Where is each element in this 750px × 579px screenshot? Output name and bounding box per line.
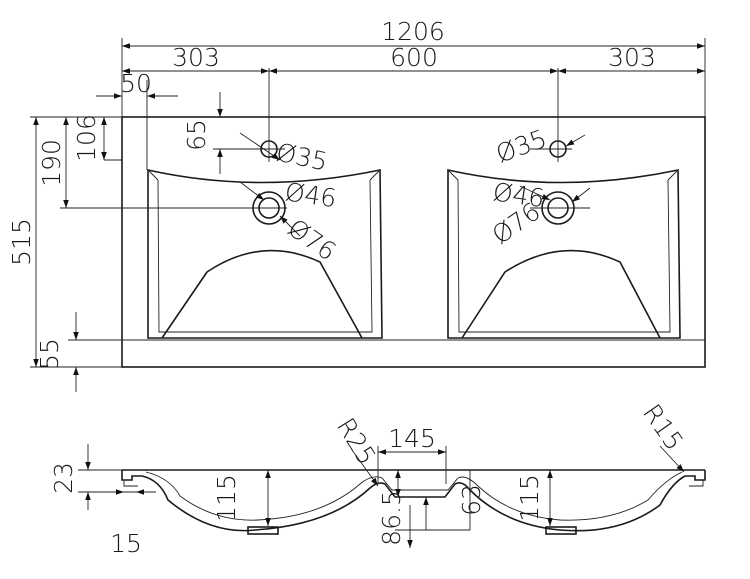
- dim-radius-left: R25: [331, 413, 382, 470]
- label-right-drain-inner: Ø46: [491, 177, 546, 213]
- dim-drain-from-back: 190: [37, 139, 66, 187]
- dim-radius-right: R15: [637, 399, 689, 456]
- dim-left-offset: 303: [172, 43, 220, 72]
- dim-overall-depth: 515: [7, 218, 36, 266]
- dim-center-distance: 600: [390, 43, 438, 72]
- vanity-top-outline: [121, 116, 706, 368]
- dim-middle-width: 145: [388, 424, 436, 453]
- dim-middle-depth-b: 63: [457, 484, 486, 516]
- dim-rim-thickness: 23: [49, 462, 78, 494]
- left-basin: [147, 169, 383, 339]
- label-right-faucet: Ø35: [492, 124, 550, 169]
- right-basin: [447, 169, 681, 339]
- right-drain-stub: [545, 526, 577, 535]
- dim-rim-step: 15: [110, 529, 142, 558]
- dim-overall-width: 1206: [381, 17, 445, 46]
- dim-front-lip: 55: [35, 338, 64, 370]
- dim-right-offset: 303: [608, 43, 656, 72]
- section-outer-contour: [141, 475, 686, 532]
- top-view: 1206 303 600 303 50 65 106 190 515 55 Ø3…: [7, 17, 706, 392]
- dim-faucet-from-back: 106: [72, 114, 101, 162]
- dim-right-bowl-depth: 115: [515, 474, 544, 522]
- left-drain-stub: [247, 526, 279, 535]
- dim-edge-margin: 50: [120, 69, 152, 98]
- label-left-drain-inner: Ø46: [283, 177, 338, 213]
- section-view: 23 15 115 R25 145 86.5 63 R15 115: [49, 399, 706, 558]
- dim-faucet-y: 65: [182, 119, 211, 151]
- dim-middle-depth-a: 86.5: [377, 490, 406, 546]
- dim-left-bowl-depth: 115: [212, 474, 241, 522]
- label-left-faucet: Ø35: [274, 138, 330, 177]
